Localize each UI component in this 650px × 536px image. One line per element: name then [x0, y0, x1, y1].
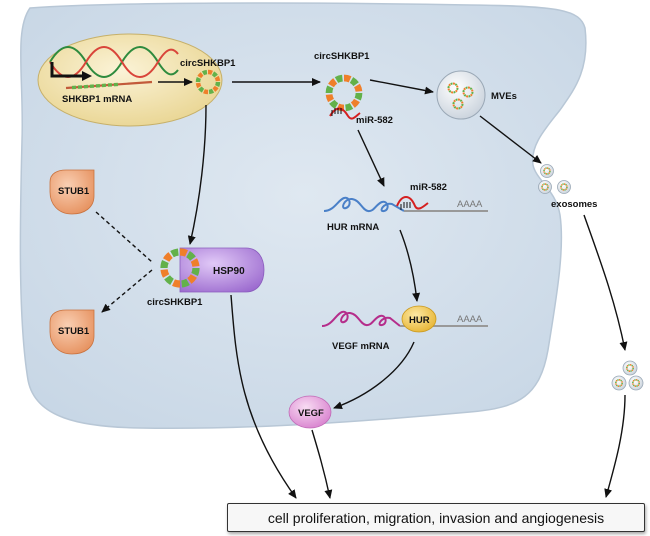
- circrna-hsp90-complex-icon: [160, 248, 200, 288]
- transcription-start-icon: [50, 62, 84, 78]
- stub1-bottom-shape: [49, 309, 95, 355]
- dna-helix: [49, 46, 179, 78]
- mves-label: MVEs: [491, 91, 517, 102]
- circshkbp1-top-label: circSHKBP1: [314, 51, 370, 62]
- outcome-box: cell proliferation, migration, invasion …: [227, 503, 645, 532]
- circrna-nucleus-icon: [195, 69, 221, 95]
- stub1-top-label: STUB1: [58, 186, 90, 197]
- nucleus: [37, 33, 223, 127]
- mir582-top-label: miR-582: [356, 115, 393, 126]
- hsp90-protein: [179, 247, 265, 293]
- stub1-bottom-label: STUB1: [58, 326, 90, 337]
- hur-protein: [401, 305, 437, 333]
- mve-vesicle: [436, 70, 486, 120]
- circrna-cytoplasm-icon: [325, 74, 363, 112]
- hur-mrna-label: HUR mRNA: [327, 222, 379, 233]
- circshkbp1-nucleus-label: circSHKBP1: [180, 58, 236, 69]
- hsp90-label: HSP90: [213, 266, 245, 277]
- vegf-protein: [288, 395, 332, 429]
- aaaa-vegf-label: AAAA: [457, 314, 483, 325]
- aaaa-hur-label: AAAA: [457, 199, 483, 210]
- vegf-mrna-label: VEGF mRNA: [332, 341, 390, 352]
- circshkbp1-complex-label: circSHKBP1: [147, 297, 203, 308]
- exosome-cluster-outside: [611, 360, 644, 391]
- hur-protein-label: HUR: [409, 315, 430, 326]
- hur-mrna-strand: [323, 196, 488, 213]
- shkbp1-mrna-label: SHKBP1 mRNA: [62, 94, 132, 105]
- mir582-bound-icon: [396, 196, 429, 210]
- exosomes-label: exosomes: [551, 199, 597, 210]
- stub1-top-shape: [49, 169, 95, 215]
- shkbp1-mrna-strand: [65, 80, 153, 90]
- vegf-label: VEGF: [298, 408, 324, 419]
- mir582-hur-label: miR-582: [410, 182, 447, 193]
- exosome-cluster-membrane: [538, 164, 571, 194]
